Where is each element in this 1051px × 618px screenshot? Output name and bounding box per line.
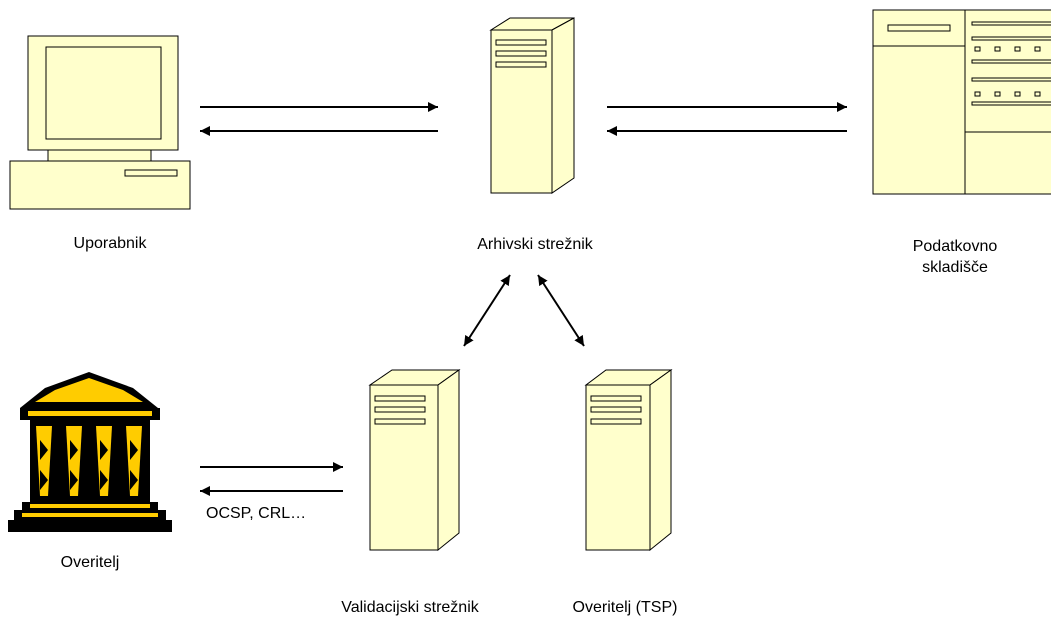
validation-server-label: Validacijski strežnik [341, 599, 479, 616]
archive-server-icon [489, 17, 575, 194]
ocsp-crl-label: OCSP, CRL… [206, 505, 307, 522]
tsp-label: Overitelj (TSP) [572, 599, 678, 616]
certifier-building-icon [8, 372, 172, 532]
tsp-server-icon [584, 369, 673, 552]
data-storage-label-line1: Podatkovno [912, 238, 998, 255]
user-label: Uporabnik [73, 235, 147, 252]
data-storage-label-line2: skladišče [922, 259, 988, 276]
validation-server-icon [368, 369, 461, 552]
data-storage-label: Podatkovno skladišče [900, 236, 1010, 278]
arrow-archive-validation [463, 274, 511, 347]
certifier-label: Overitelj [60, 554, 120, 571]
archive-server-label: Arhivski strežnik [477, 236, 593, 253]
arrow-archive-tsp [537, 274, 585, 347]
data-storage-cabinet-icon [872, 9, 1051, 195]
user-computer-icon [9, 35, 191, 210]
